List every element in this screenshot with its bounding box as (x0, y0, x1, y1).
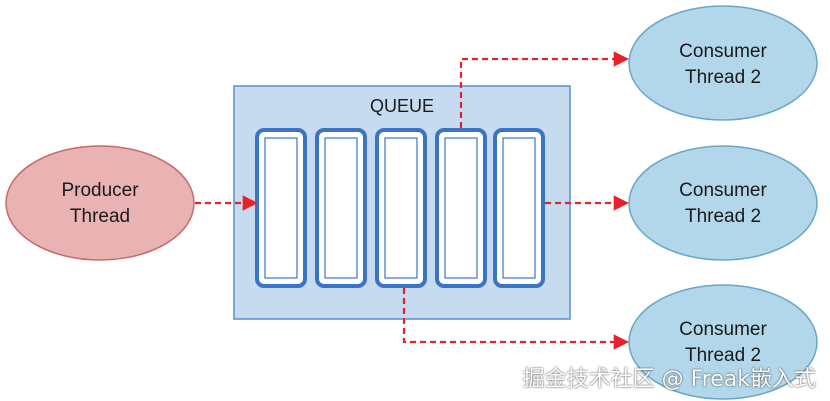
producer-label-line1: Producer (61, 180, 139, 201)
queue-slot (435, 128, 487, 288)
queue-slot (375, 128, 427, 288)
arrow-queue-to-consumer-top (459, 51, 630, 128)
queue-slot (255, 128, 307, 288)
producer-node: Producer Thread (5, 145, 195, 261)
queue-slot (493, 128, 545, 288)
consumer-label-line2: Thread 2 (685, 206, 761, 227)
consumer-node-bottom: Consumer Thread 2 (628, 284, 818, 400)
consumer-label-line1: Consumer (679, 41, 767, 62)
consumer-node-top: Consumer Thread 2 (628, 5, 818, 121)
consumer-label-line1: Consumer (679, 180, 767, 201)
consumer-label-line2: Thread 2 (685, 67, 761, 88)
consumer-label-line2: Thread 2 (685, 345, 761, 366)
arrow-queue-to-consumer-bottom (402, 288, 630, 350)
queue-slot (315, 128, 367, 288)
consumer-node-middle: Consumer Thread 2 (628, 145, 818, 261)
consumer-label-line1: Consumer (679, 319, 767, 340)
queue-slots (255, 128, 545, 288)
watermark-text: 掘金技术社区 @ Freak嵌入式 (522, 367, 816, 392)
producer-label-line2: Thread (70, 206, 130, 227)
queue-label: QUEUE (370, 96, 434, 116)
